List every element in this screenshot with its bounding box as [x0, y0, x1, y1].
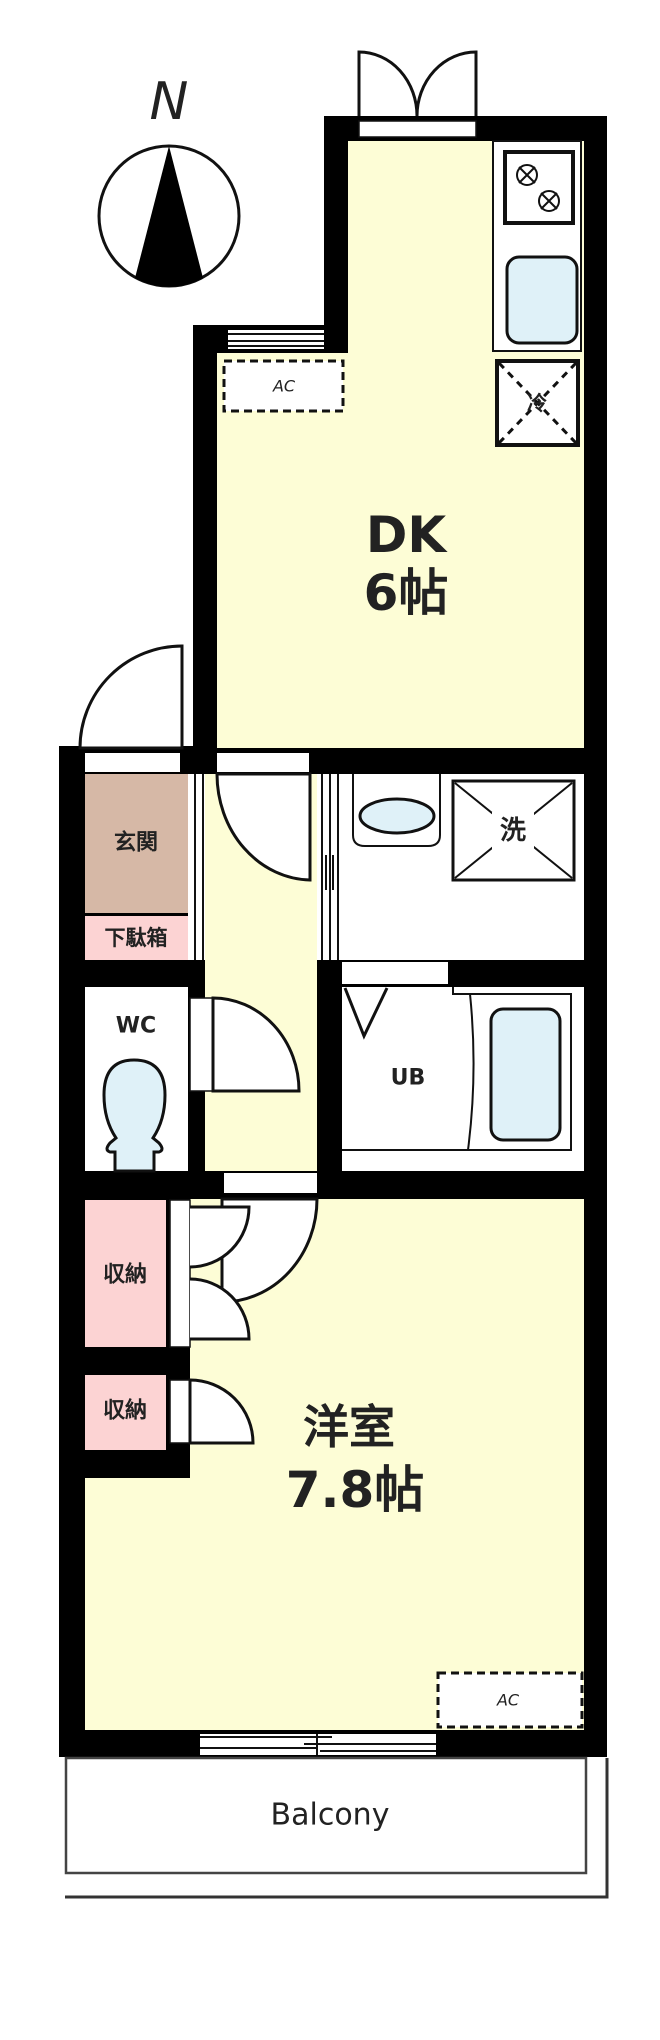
genkan-area: [85, 774, 188, 913]
ac-label: AC: [272, 377, 296, 396]
north-compass-icon: N: [97, 72, 241, 288]
washer-label: 洗: [500, 816, 526, 846]
shoebox-label: 下駄箱: [105, 926, 168, 950]
wc-door: [189, 996, 301, 1093]
storage-2-label: 収納: [103, 1398, 147, 1424]
hall-bedroom-opening: [224, 1173, 317, 1193]
bathtub-icon: [342, 987, 572, 1151]
ub-label: UB: [391, 1066, 426, 1091]
genkan-label: 玄関: [114, 830, 158, 856]
wash-sliding-door: [317, 774, 340, 960]
western-room-name: 洋室: [303, 1400, 395, 1454]
dk-double-door: [357, 50, 478, 138]
fridge-space: 冷: [495, 359, 580, 447]
shower-icon: [343, 987, 389, 1040]
dk-side-window: [228, 330, 324, 349]
storage-1: [85, 1200, 166, 1347]
wc-label: WC: [116, 1014, 156, 1039]
ac-unit-dk: AC: [222, 359, 345, 413]
dk-hall-door: [215, 772, 312, 882]
ac-label: AC: [496, 1691, 520, 1710]
ac-unit-bedroom: AC: [436, 1671, 584, 1729]
stove-icon: [503, 150, 575, 225]
storage-1-doors: [169, 1199, 251, 1348]
dk-room-name: DK: [366, 506, 449, 564]
balcony-window: [200, 1734, 436, 1755]
western-room-size: 7.8帖: [286, 1461, 425, 1519]
balcony-label: Balcony: [271, 1798, 390, 1833]
storage-2-door: [169, 1378, 255, 1445]
shoebox: [85, 916, 188, 960]
balcony: Balcony: [64, 1756, 609, 1899]
storage-1-label: 収納: [103, 1262, 147, 1288]
entrance-door: [78, 644, 184, 772]
washbasin-icon: [352, 774, 441, 847]
storage-2: [85, 1375, 166, 1450]
washer-space: 洗: [451, 779, 576, 882]
dk-hall-opening: [217, 753, 309, 772]
compass-north-label: N: [150, 72, 189, 132]
dk-room-size: 6帖: [364, 564, 449, 622]
ub-door-opening: [342, 962, 448, 984]
genkan-partition: [188, 774, 205, 960]
fridge-label: 冷: [527, 391, 547, 415]
kitchen-sink-icon: [505, 255, 579, 345]
toilet-icon: [102, 1058, 167, 1173]
